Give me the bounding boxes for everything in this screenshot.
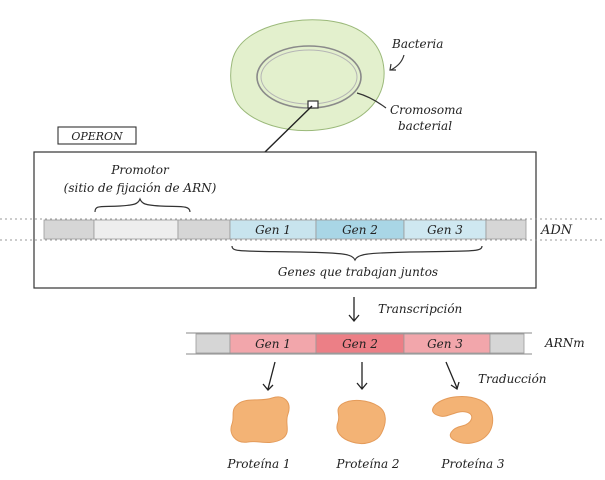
promoter-label-line1: Promotor <box>110 163 170 177</box>
bacteria-pointer-arrowhead <box>389 63 396 71</box>
operon-title-box: OPERON <box>57 126 137 145</box>
dna-segment-pre-genes <box>177 219 231 240</box>
translation-arrow-3 <box>445 361 458 389</box>
transcription-arrowhead <box>348 314 360 323</box>
genes-together-label: Genes que trabajan juntos <box>278 265 438 279</box>
protein-2-label: Proteína 2 <box>335 457 399 471</box>
bacteria-cell: Bacteria Cromosoma bacterial <box>230 19 463 133</box>
protein-2-shape <box>336 399 386 445</box>
translation-arrowhead-1 <box>262 383 274 391</box>
promoter-label-line2: (sitio de fijación de ARN) <box>64 181 217 195</box>
dna-gene-1-label: Gen 1 <box>255 223 291 237</box>
dna-gene-3-label: Gen 3 <box>427 223 463 237</box>
promoter-brace <box>94 197 191 213</box>
translation-label: Traducción <box>478 372 547 386</box>
protein-1-label: Proteína 1 <box>226 457 290 471</box>
transcription-label: Transcripción <box>378 302 462 316</box>
chromosome-label-line2: bacterial <box>398 119 452 133</box>
dna-label: ADN <box>540 223 573 238</box>
translation-arrow-1 <box>267 361 276 390</box>
mrna-gene-3-label: Gen 3 <box>427 337 463 351</box>
protein-3-shape <box>432 396 494 444</box>
proteins: Proteína 1 Proteína 2 Proteína 3 <box>226 396 505 471</box>
translation-arrowhead-3 <box>450 381 460 391</box>
mrna-strip: Gen 1 Gen 2 Gen 3 <box>186 332 532 355</box>
dna-segment-left <box>43 219 95 240</box>
mrna-gene-2-label: Gen 2 <box>342 337 378 351</box>
dna-gene-2-label: Gen 2 <box>342 223 378 237</box>
chromosome-label-line1: Cromosoma <box>390 103 463 117</box>
chromosome-pointer-line <box>356 92 387 109</box>
mrna-label: ARNm <box>544 336 585 350</box>
mrna-segment-left <box>195 333 231 354</box>
protein-1-shape <box>230 396 290 443</box>
chromosome-operon-marker <box>307 100 319 109</box>
zoom-connector-line <box>264 105 313 153</box>
mrna-gene-1-label: Gen 1 <box>255 337 291 351</box>
genes-brace <box>231 245 483 262</box>
bacteria-label: Bacteria <box>391 37 443 51</box>
protein-3-label: Proteína 3 <box>440 457 504 471</box>
dna-segment-right <box>485 219 527 240</box>
dna-strip: Gen 1 Gen 2 Gen 3 <box>43 219 527 240</box>
mrna-segment-right <box>489 333 525 354</box>
bacteria-pointer-arrow <box>390 54 405 71</box>
translation-arrowhead-2 <box>356 382 368 391</box>
bacteria-cell-body <box>230 19 385 132</box>
promoter-segment <box>93 219 179 240</box>
operon-title: OPERON <box>71 130 123 143</box>
